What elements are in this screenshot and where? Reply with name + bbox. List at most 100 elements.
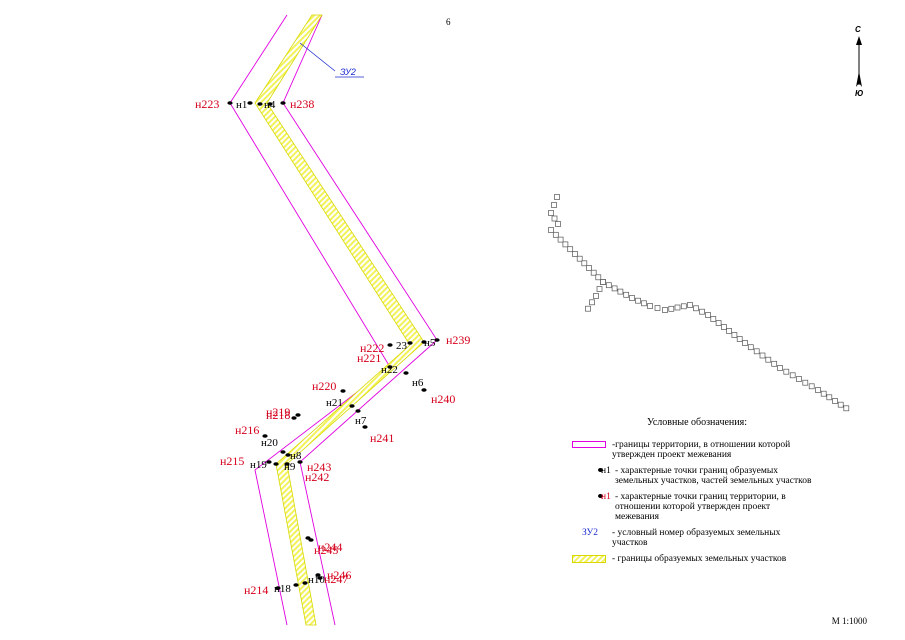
overview-square (777, 365, 783, 371)
point-label-n242: н242 (305, 470, 329, 484)
point-label-n222: н222 (360, 341, 384, 355)
point-label-n247: н247 (324, 572, 348, 586)
overview-square (635, 297, 641, 304)
overview-square (647, 303, 653, 309)
overview-square (837, 401, 844, 408)
point-marker (295, 413, 301, 417)
point-label-n241: н241 (370, 431, 394, 445)
point-label-n220: н220 (312, 379, 336, 393)
point-label-h18: н18 (274, 583, 291, 595)
point-label-n238: н238 (290, 97, 314, 111)
overview-square (662, 307, 668, 313)
point-marker (247, 101, 253, 105)
overview-square (581, 260, 588, 267)
point-label-n246: н246 (327, 568, 351, 582)
overview-square (680, 303, 687, 310)
overview-square (726, 328, 732, 334)
point-label-n216: н216 (235, 423, 259, 437)
point-label-h23: 23 (396, 340, 408, 352)
point-marker (308, 538, 314, 542)
plot-label-leader (299, 42, 336, 72)
plot-point-labels: н1 н4 23 н5 н22 н6 н21 н7 н20 н8 н19 н9 … (236, 99, 436, 595)
overview-square (562, 241, 569, 248)
point-label-h4: н4 (264, 99, 276, 111)
point-marker (387, 365, 393, 369)
north-arrow-icon (856, 36, 862, 87)
overview-square (589, 299, 595, 306)
overview-square (715, 320, 722, 326)
overview-square (554, 194, 560, 200)
point-label-h8: н8 (290, 450, 302, 462)
overview-square (789, 372, 796, 379)
point-marker (340, 389, 346, 393)
legend-key-label: н1 (601, 492, 611, 502)
point-label-h7: н7 (355, 415, 367, 427)
point-marker (349, 404, 355, 408)
point-marker (280, 450, 286, 454)
legend-text: - границы образуемых земельных участков (612, 554, 787, 564)
overview-square (611, 285, 618, 292)
overview-square (593, 293, 599, 299)
yellow-hatch-swatch (572, 555, 606, 563)
legend-title: Условные обозначения: (646, 417, 747, 428)
legend-item-plot-number: ЗУ2 - условный номер образуемых земельны… (572, 528, 812, 548)
overview-square (654, 305, 661, 311)
overview-route (548, 194, 850, 412)
overview-square (551, 215, 558, 222)
point-label-h5: н5 (424, 337, 436, 349)
point-label-h1: н1 (236, 99, 247, 111)
point-marker (291, 416, 297, 420)
legend-item-plot-boundary: - границы образуемых земельных участков (572, 554, 812, 566)
overview-square (820, 390, 827, 397)
overview-square (759, 352, 766, 359)
overview-square (567, 246, 574, 253)
legend-key-label: ЗУ2 (582, 528, 598, 538)
overview-square (721, 324, 727, 330)
legend-text: -границы территории, в отношении которой… (612, 440, 791, 460)
overview-square (623, 291, 630, 298)
point-marker (315, 573, 321, 577)
point-label-h6: н6 (412, 377, 424, 389)
point-marker (387, 343, 393, 347)
point-label-h9: н9 (284, 461, 296, 473)
overview-square (693, 305, 699, 312)
point-label-n239: н239 (446, 333, 470, 347)
point-label-n240: н240 (431, 392, 455, 406)
overview-square (590, 269, 597, 276)
overview-square (552, 231, 559, 238)
legend-key-label: н1 (601, 466, 611, 476)
overview-square (771, 360, 778, 367)
red-point-icon (598, 494, 603, 498)
overview-square (826, 394, 833, 401)
point-label-n243: н243 (307, 460, 331, 474)
overview-square (742, 340, 748, 346)
point-label-h20: н20 (261, 437, 278, 449)
point-marker (317, 576, 323, 580)
overview-square (765, 356, 772, 363)
overview-square (710, 316, 717, 322)
overview-square (705, 312, 711, 318)
overview-square (600, 279, 606, 285)
overview-square (585, 305, 591, 312)
magenta-boundary-swatch (572, 441, 606, 448)
overview-square (641, 300, 647, 307)
point-marker (297, 460, 303, 464)
point-label-n244: н244 (318, 540, 342, 554)
overview-square (576, 255, 583, 262)
overview-square (802, 379, 809, 386)
overview-square (747, 344, 754, 351)
compass-south-label: Ю (855, 89, 864, 98)
legend-text: - характерные точки границ образуемых зе… (615, 466, 812, 486)
overview-square (808, 383, 815, 390)
point-marker (280, 101, 286, 105)
overview-square (548, 210, 554, 216)
point-label-n218: н218 (266, 408, 290, 422)
overview-square (551, 202, 557, 208)
legend-item-plot-points: н1 - характерные точки границ образуемых… (572, 466, 812, 486)
point-marker (267, 102, 273, 106)
plot-label: ЗУ2 (340, 67, 356, 77)
page-number: 6 (446, 17, 451, 27)
legend-item-territory: -границы территории, в отношении которой… (572, 440, 812, 460)
overview-square (699, 308, 705, 315)
point-marker (227, 101, 233, 105)
